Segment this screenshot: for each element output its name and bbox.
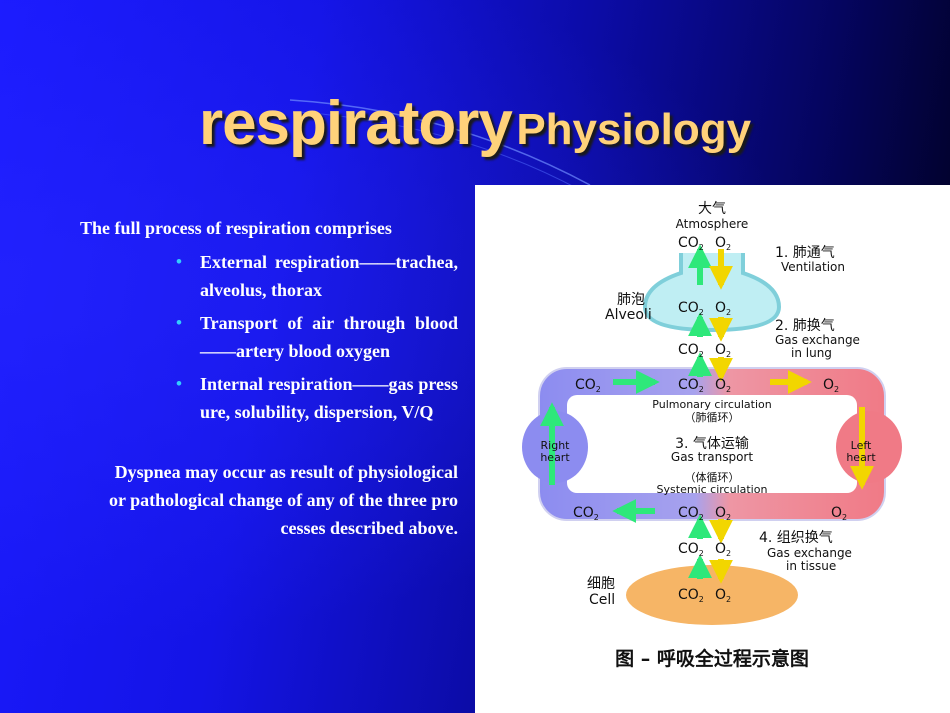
bullet-dot-icon: •: [176, 313, 182, 332]
systemic-en-label: Systemic circulation: [657, 483, 768, 496]
svg-text:O2: O2: [715, 235, 731, 252]
bullet-text: External respiration——trachea, alveolus,…: [200, 252, 458, 300]
gas-pair-tissue: CO2 O2: [678, 541, 731, 558]
left-heart-line1: Left: [851, 439, 872, 452]
title-word-respiratory: respiratory: [198, 89, 513, 158]
pulmonary-en-label: Pulmonary circulation: [652, 398, 771, 411]
step4-en-line2: in tissue: [786, 559, 836, 573]
bullet-item: • Transport of air through blood——artery…: [176, 309, 458, 365]
step3-en-label: Gas transport: [671, 450, 753, 464]
left-heart-shape: [836, 411, 902, 483]
svg-text:O2: O2: [715, 342, 731, 359]
figure-caption: 图 – 呼吸全过程示意图: [615, 647, 809, 670]
slide-title: respiratory Physiology: [0, 88, 950, 159]
alveoli-shape: [642, 253, 782, 333]
gas-pair-cell: CO2 O2: [678, 587, 731, 604]
gas-pair-atmosphere: CO2 O2: [678, 235, 731, 252]
svg-text:CO2: CO2: [678, 235, 704, 252]
svg-text:CO2: CO2: [573, 505, 599, 522]
cell-en-label: Cell: [589, 592, 615, 608]
svg-text:O2: O2: [831, 505, 847, 522]
svg-text:CO2: CO2: [575, 377, 601, 394]
svg-text:O2: O2: [715, 300, 731, 317]
gas-pair-lung: CO2 O2: [678, 342, 731, 359]
bullet-list: • External respiration——trachea, alveolu…: [176, 248, 458, 431]
svg-text:O2: O2: [715, 505, 731, 522]
bullet-dot-icon: •: [176, 252, 182, 271]
step4-cn-label: 4. 组织换气: [759, 529, 833, 546]
alveoli-cn-label: 肺泡: [617, 292, 645, 308]
svg-text:O2: O2: [715, 587, 731, 604]
svg-text:CO2: CO2: [678, 505, 704, 522]
circulation-loop: [522, 367, 902, 521]
right-heart-line2: heart: [540, 451, 570, 464]
closing-text: Dyspnea may occur as result of physiolog…: [109, 462, 458, 538]
gas-arrows-vertical: [688, 244, 733, 584]
step1-cn-label: 1. 肺通气: [775, 245, 835, 261]
systemic-cn-label: （体循环）: [685, 470, 740, 484]
gas-arrows-loop: [540, 370, 874, 523]
atmosphere-cn-label: 大气: [698, 201, 726, 217]
respiration-diagram: 大气 Atmosphere CO2 O2 1. 肺通气 Ventilation …: [475, 185, 950, 713]
svg-text:O2: O2: [823, 377, 839, 394]
bullet-text: Transport of air through blood——artery b…: [200, 313, 458, 361]
step2-en-line2: in lung: [791, 346, 832, 360]
bullet-item: • External respiration——trachea, alveolu…: [176, 248, 458, 304]
svg-text:O2: O2: [715, 541, 731, 558]
respiration-diagram-svg: 大气 Atmosphere CO2 O2 1. 肺通气 Ventilation …: [522, 201, 902, 670]
step2-cn-label: 2. 肺换气: [775, 317, 835, 334]
step2-en-line1: Gas exchange: [775, 333, 860, 347]
bullet-dot-icon: •: [176, 374, 182, 393]
svg-text:CO2: CO2: [678, 342, 704, 359]
bullet-item: • Internal respiration——gas pressure, so…: [176, 370, 458, 426]
right-heart-line1: Right: [541, 439, 571, 452]
left-heart-line2: heart: [846, 451, 876, 464]
svg-text:CO2: CO2: [678, 541, 704, 558]
step1-en-label: Ventilation: [781, 260, 845, 274]
bullet-text: Internal respiration——gas pressure, solu…: [200, 374, 458, 422]
intro-text: The full process of respiration comprise…: [80, 218, 392, 238]
gas-pair-alveoli: CO2 O2: [678, 300, 731, 317]
pulmonary-cn-label: （肺循环）: [685, 411, 740, 424]
cell-cn-label: 细胞: [587, 576, 615, 592]
svg-text:O2: O2: [715, 377, 731, 394]
svg-text:CO2: CO2: [678, 377, 704, 394]
gas-pair-pulmonary: CO2 CO2 O2 O2: [575, 377, 839, 394]
step4-en-line1: Gas exchange: [767, 546, 852, 560]
step3-cn-label: 3. 气体运输: [675, 436, 749, 452]
gas-pair-systemic: CO2 CO2 O2 O2: [573, 505, 847, 522]
atmosphere-en-label: Atmosphere: [676, 217, 749, 231]
svg-text:CO2: CO2: [678, 587, 704, 604]
alveoli-en-label: Alveoli: [605, 307, 652, 323]
cell-shape: [626, 565, 798, 625]
title-word-physiology: Physiology: [516, 105, 752, 154]
svg-text:CO2: CO2: [678, 300, 704, 317]
